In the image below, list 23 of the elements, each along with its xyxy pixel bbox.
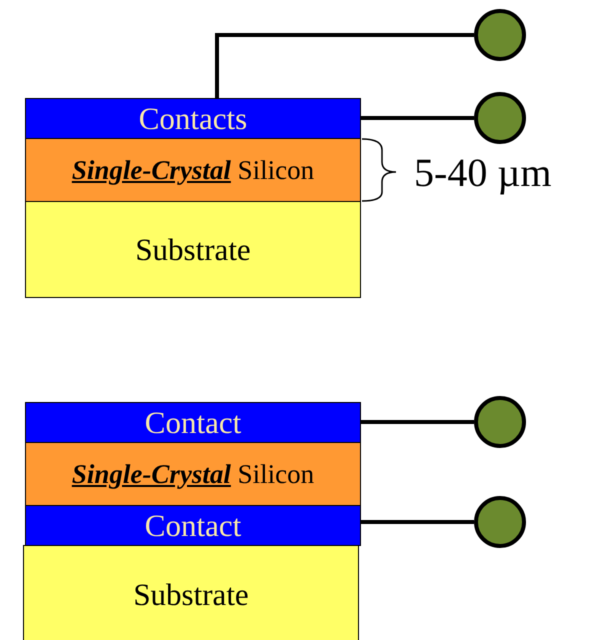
terminal-circle (474, 496, 526, 548)
thickness-label: 5-40 µm (414, 150, 552, 196)
layer-label: Single-Crystal Silicon (72, 458, 314, 490)
substrate-layer (25, 201, 361, 298)
terminal-circle (474, 9, 526, 61)
layer-label: Contact (144, 508, 242, 544)
layer-label: Substrate (135, 232, 251, 268)
wire (361, 116, 474, 120)
wire (361, 420, 474, 424)
contact-layer (25, 98, 361, 139)
layer-label: Single-Crystal Silicon (72, 154, 314, 186)
terminal-circle (474, 396, 526, 448)
layer-label: Substrate (133, 577, 249, 613)
silicon-layer (25, 138, 361, 202)
layer-label: Contacts (138, 100, 248, 136)
terminal-circle (474, 92, 526, 144)
contact-layer (25, 402, 361, 443)
wire (361, 520, 474, 524)
contact-layer (25, 505, 361, 546)
silicon-layer (25, 442, 361, 506)
layer-label: Contact (144, 404, 242, 440)
substrate-layer (23, 545, 359, 640)
wire (215, 33, 474, 98)
